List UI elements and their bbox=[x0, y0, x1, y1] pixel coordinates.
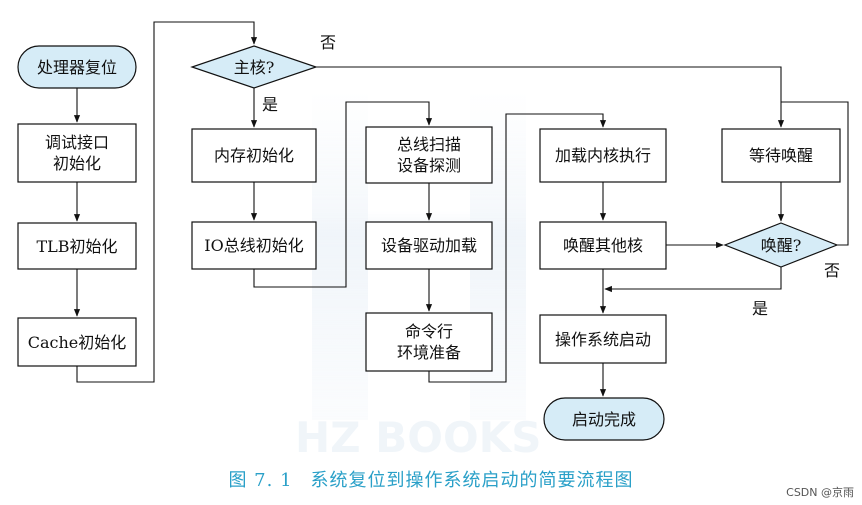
wait-wake-label: 等待唤醒 bbox=[748, 146, 813, 165]
mem-init-box bbox=[191, 128, 317, 183]
edge-cache-master bbox=[76, 21, 258, 383]
os-boot-box bbox=[539, 314, 667, 364]
os-boot-label: 操作系统启动 bbox=[554, 329, 651, 349]
source-watermark: CSDN @京雨 bbox=[786, 486, 854, 499]
bus-scan-box bbox=[365, 126, 493, 184]
driver-load-box bbox=[365, 221, 493, 270]
edge-cmd-loadkernel bbox=[428, 113, 607, 383]
mem-init-label: 内存初始化 bbox=[213, 146, 294, 165]
connectors bbox=[73, 21, 849, 397]
svg-text:HZ BOOKS: HZ BOOKS bbox=[295, 413, 541, 462]
cache-init-label: Cache初始化 bbox=[27, 332, 127, 352]
figure-title: 系统复位到操作系统启动的简要流程图 bbox=[310, 470, 634, 491]
cmd-env-label: 命令行 环境准备 bbox=[396, 322, 461, 362]
load-kernel-label: 加载内核执行 bbox=[554, 146, 651, 165]
figure-number: 图 7. 1 bbox=[228, 470, 293, 491]
wake-others-label: 唤醒其他核 bbox=[562, 236, 643, 255]
boot-done-label: 启动完成 bbox=[571, 409, 636, 429]
cmd-env-box bbox=[365, 312, 493, 372]
master-no-label: 否 bbox=[320, 33, 337, 52]
edge-woken-no bbox=[781, 101, 849, 246]
debug-init-box bbox=[17, 123, 137, 183]
edge-master-no bbox=[316, 66, 785, 128]
io-init-label: IO总线初始化 bbox=[204, 236, 304, 255]
debug-init-label: 调试接口 初始化 bbox=[44, 133, 109, 173]
edge-woken-yes bbox=[604, 267, 782, 293]
driver-load-label: 设备驱动加载 bbox=[380, 236, 477, 255]
load-kernel-box bbox=[539, 128, 667, 183]
figure-caption: 图 7. 1 系统复位到操作系统启动的简要流程图 bbox=[0, 466, 862, 492]
woken-check-label: 唤醒? bbox=[760, 235, 802, 255]
io-init-box bbox=[191, 221, 317, 270]
bus-scan-label: 总线扫描 设备探测 bbox=[396, 135, 461, 175]
master-yes-label: 是 bbox=[262, 95, 279, 114]
boot-done-terminal bbox=[543, 397, 665, 441]
edge-io-busscan bbox=[253, 101, 433, 288]
cache-init-box bbox=[17, 317, 137, 367]
tlb-init-box bbox=[17, 222, 137, 270]
woken-yes-label: 是 bbox=[752, 299, 769, 318]
start-terminal-label: 处理器复位 bbox=[36, 57, 117, 77]
master-check-label: 主核? bbox=[233, 57, 275, 77]
tlb-init-label: TLB初始化 bbox=[36, 236, 118, 256]
woken-no-label: 否 bbox=[824, 261, 841, 280]
